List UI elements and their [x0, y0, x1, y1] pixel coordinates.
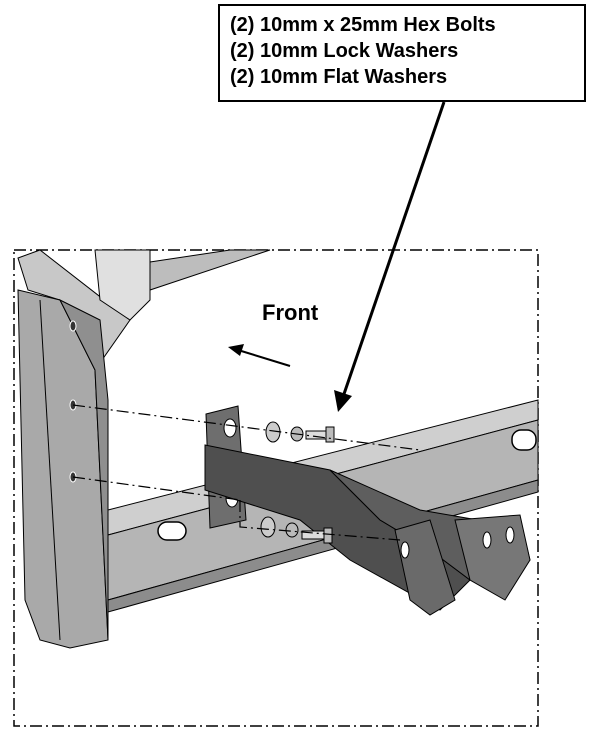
left-frame-member — [17, 249, 151, 649]
mounting-bracket — [204, 405, 531, 616]
callout-line-flat-washers: (2) 10mm Flat Washers — [230, 66, 448, 88]
callout-line-hex-bolts: (2) 10mm x 25mm Hex Bolts — [230, 14, 496, 36]
rail-slot — [511, 429, 537, 451]
detail-frame — [13, 249, 539, 727]
callout-leader-arrow — [334, 101, 446, 412]
flat-washer — [260, 516, 276, 538]
lower-hardware — [260, 516, 333, 544]
upper-rail — [149, 249, 271, 291]
upper-hardware — [265, 421, 335, 443]
lock-washer — [285, 522, 299, 538]
rail-slot — [157, 521, 187, 541]
front-label: Front — [262, 300, 319, 325]
hardware-callout-box: (2) 10mm x 25mm Hex Bolts (2) 10mm Lock … — [218, 4, 586, 102]
hex-bolt-head — [323, 527, 333, 544]
alignment-lines — [72, 404, 421, 541]
callout-line-lock-washers: (2) 10mm Lock Washers — [230, 40, 459, 62]
front-arrow-icon — [228, 344, 291, 367]
post-hole — [69, 320, 77, 332]
hex-bolt-head — [325, 426, 335, 443]
